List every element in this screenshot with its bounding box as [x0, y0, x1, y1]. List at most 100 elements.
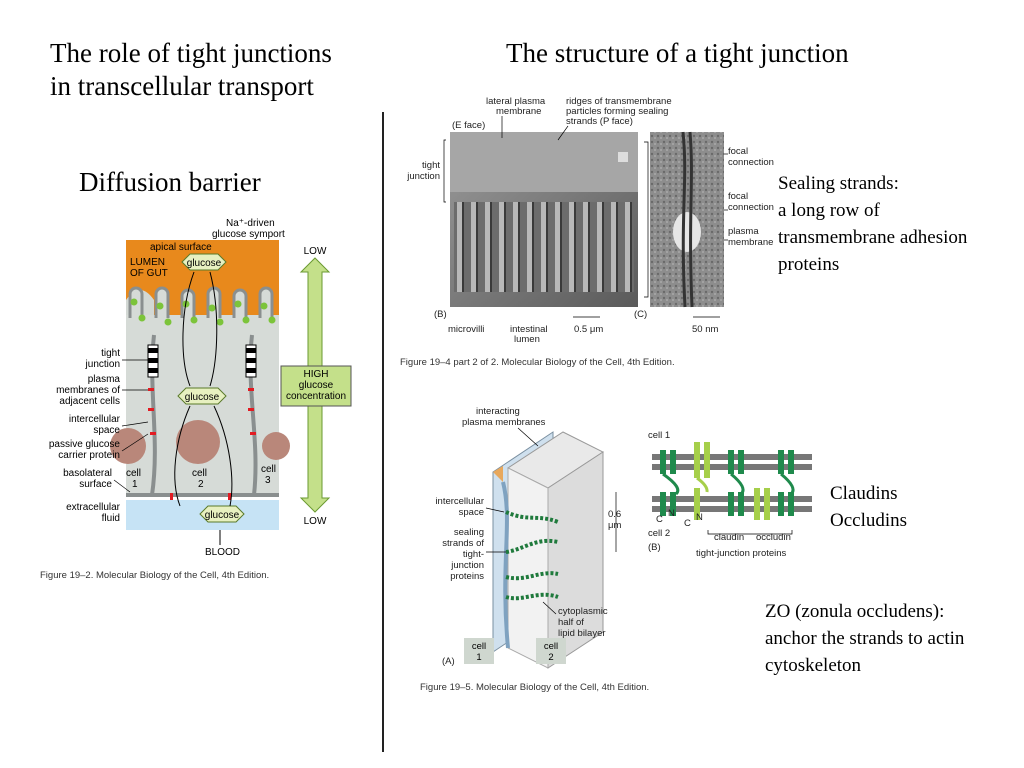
fluid-label: fluid	[102, 513, 120, 524]
na-driven-label: Na⁺-driven	[226, 218, 275, 229]
figure-19-2-caption: Figure 19–2. Molecular Biology of the Ce…	[40, 570, 269, 581]
proteins-note: Claudins Occludins	[830, 480, 907, 534]
diffusion-barrier-heading: Diffusion barrier	[79, 167, 261, 197]
tight-junction-proteins-label: tight-junction proteins	[696, 548, 787, 559]
e-face-label: (E face)	[452, 120, 485, 131]
cell1-number: 1	[132, 479, 138, 490]
zo-note-line2: anchor the strands to actin	[765, 628, 965, 649]
scale-label-value: 0.6	[608, 509, 621, 520]
figure-19-4: lateral plasma membrane (E face) ridges …	[400, 96, 774, 368]
left-title: The role of tight junctions in transcell…	[50, 37, 332, 103]
tj-protein-diagram	[652, 442, 812, 520]
focal-label-1: focal	[728, 146, 748, 157]
high-glucose-label: glucose	[299, 380, 334, 391]
interacting-label: interacting	[476, 406, 520, 417]
zo-note: ZO (zonula occludens): anchor the strand…	[765, 598, 964, 679]
proteins-label: proteins	[450, 571, 484, 582]
sealing-note-line2: a long row of	[778, 200, 880, 221]
microvilli-label: microvilli	[448, 324, 484, 335]
left-title-line1: The role of tight junctions	[50, 38, 332, 68]
scale-bar-c: 50 nm	[692, 324, 718, 335]
ridges-label-line1: ridges of transmembrane	[566, 96, 672, 107]
cell-2-label: cell 2	[648, 528, 670, 539]
basolateral-label: basolateral	[63, 468, 112, 479]
right-title: The structure of a tight junction	[506, 38, 849, 68]
occludins-label: Occludins	[830, 510, 908, 531]
sealing-strands	[505, 510, 559, 601]
low-label-bottom: LOW	[304, 516, 327, 527]
blood-label: BLOOD	[205, 547, 240, 558]
microvilli-ridges	[454, 202, 634, 292]
membranes-of-label: membranes of	[56, 385, 120, 396]
ridges-label-line3: strands (P face)	[566, 116, 633, 127]
panel-b-label: (B)	[648, 542, 661, 553]
space-label: space	[459, 507, 484, 518]
cell2-box-label: cell	[544, 641, 558, 652]
membrane-label: membrane	[496, 106, 541, 117]
c-terminus-label-2: C	[684, 518, 691, 529]
sealing-note-line3: transmembrane adhesion	[778, 227, 968, 248]
cell2-label: cell	[192, 468, 207, 479]
cell1-label: cell	[126, 468, 141, 479]
cell1-box-number: 1	[476, 652, 481, 663]
strands-of-label: strands of	[442, 538, 484, 549]
claudin-label: claudin	[714, 532, 744, 543]
zo-note-line1: ZO (zonula occludens):	[765, 601, 945, 622]
plasma-membrane-label-c: membrane	[728, 237, 773, 248]
space-label: space	[93, 425, 120, 436]
carrier-protein-label: carrier protein	[58, 450, 120, 461]
intercellular-label: intercellular	[69, 414, 121, 425]
sealing-note-line4: proteins	[778, 254, 840, 275]
junction-label: junction	[406, 171, 440, 182]
sealing-note-line1: Sealing strands:	[778, 173, 899, 194]
lumen-label: LUMEN	[130, 257, 165, 268]
connection-label-1: connection	[728, 157, 774, 168]
high-concentration-box	[280, 365, 352, 407]
cell2-box	[536, 638, 566, 664]
junction-label: junction	[85, 359, 120, 370]
figure-19-4-caption: Figure 19–4 part 2 of 2. Molecular Biolo…	[400, 357, 675, 368]
plasma-label: plasma	[88, 374, 121, 385]
tight-junction-marks	[147, 344, 257, 378]
tight-label: tight	[422, 160, 440, 171]
plasma-membranes-label: plasma membranes	[462, 417, 546, 428]
lumen-label: lumen	[514, 334, 540, 345]
half-of-label: half of	[558, 617, 584, 628]
n-terminus-label-1: N	[668, 508, 675, 519]
zo-note-line3: cytoskeleton	[765, 655, 862, 676]
figure-19-2: glucose glucose glucose Na⁺-driven gluco…	[40, 218, 352, 581]
lipid-bilayer-label: lipid bilayer	[558, 628, 606, 639]
glucose-symport-label: glucose symport	[212, 229, 285, 240]
panel-b-label: (B)	[434, 309, 447, 320]
glucose-box-mid: glucose	[177, 387, 227, 405]
of-gut-label: OF GUT	[130, 268, 168, 279]
left-title-line2: in transcellular transport	[50, 71, 314, 101]
scale-bar-b: 0.5 μm	[574, 324, 603, 335]
figure-19-5-caption: Figure 19–5. Molecular Biology of the Ce…	[420, 682, 649, 693]
passive-glucose-label: passive glucose	[49, 439, 121, 450]
cell1-box-label: cell	[472, 641, 486, 652]
panel-a-label: (A)	[442, 656, 455, 667]
cell-1-label: cell 1	[648, 430, 670, 441]
nucleus	[176, 420, 220, 464]
sealing-strands-note: Sealing strands: a long row of transmemb…	[778, 170, 967, 278]
sealing-label: sealing	[454, 527, 484, 538]
plasma-label-c: plasma	[728, 226, 759, 237]
c-terminus-label-1: C	[656, 514, 663, 525]
cell3-number: 3	[265, 475, 271, 486]
junction-label: junction	[450, 560, 484, 571]
tight-label: tight	[101, 348, 120, 359]
tight-dash-label: tight-	[463, 549, 484, 560]
intestinal-label: intestinal	[510, 324, 548, 335]
cell2-box-number: 2	[548, 652, 553, 663]
high-label: HIGH	[304, 369, 329, 380]
glucose-label-bottom: glucose	[205, 510, 240, 521]
focal-label-2: focal	[728, 191, 748, 202]
cytoplasmic-label: cytoplasmic	[558, 606, 608, 617]
low-label-top: LOW	[304, 246, 327, 257]
connection-label-2: connection	[728, 202, 774, 213]
lateral-plasma-label: lateral plasma	[486, 96, 546, 107]
claudins-label: Claudins	[830, 483, 898, 504]
scale-label-unit: μm	[608, 520, 621, 531]
glucose-label-top: glucose	[187, 258, 222, 269]
